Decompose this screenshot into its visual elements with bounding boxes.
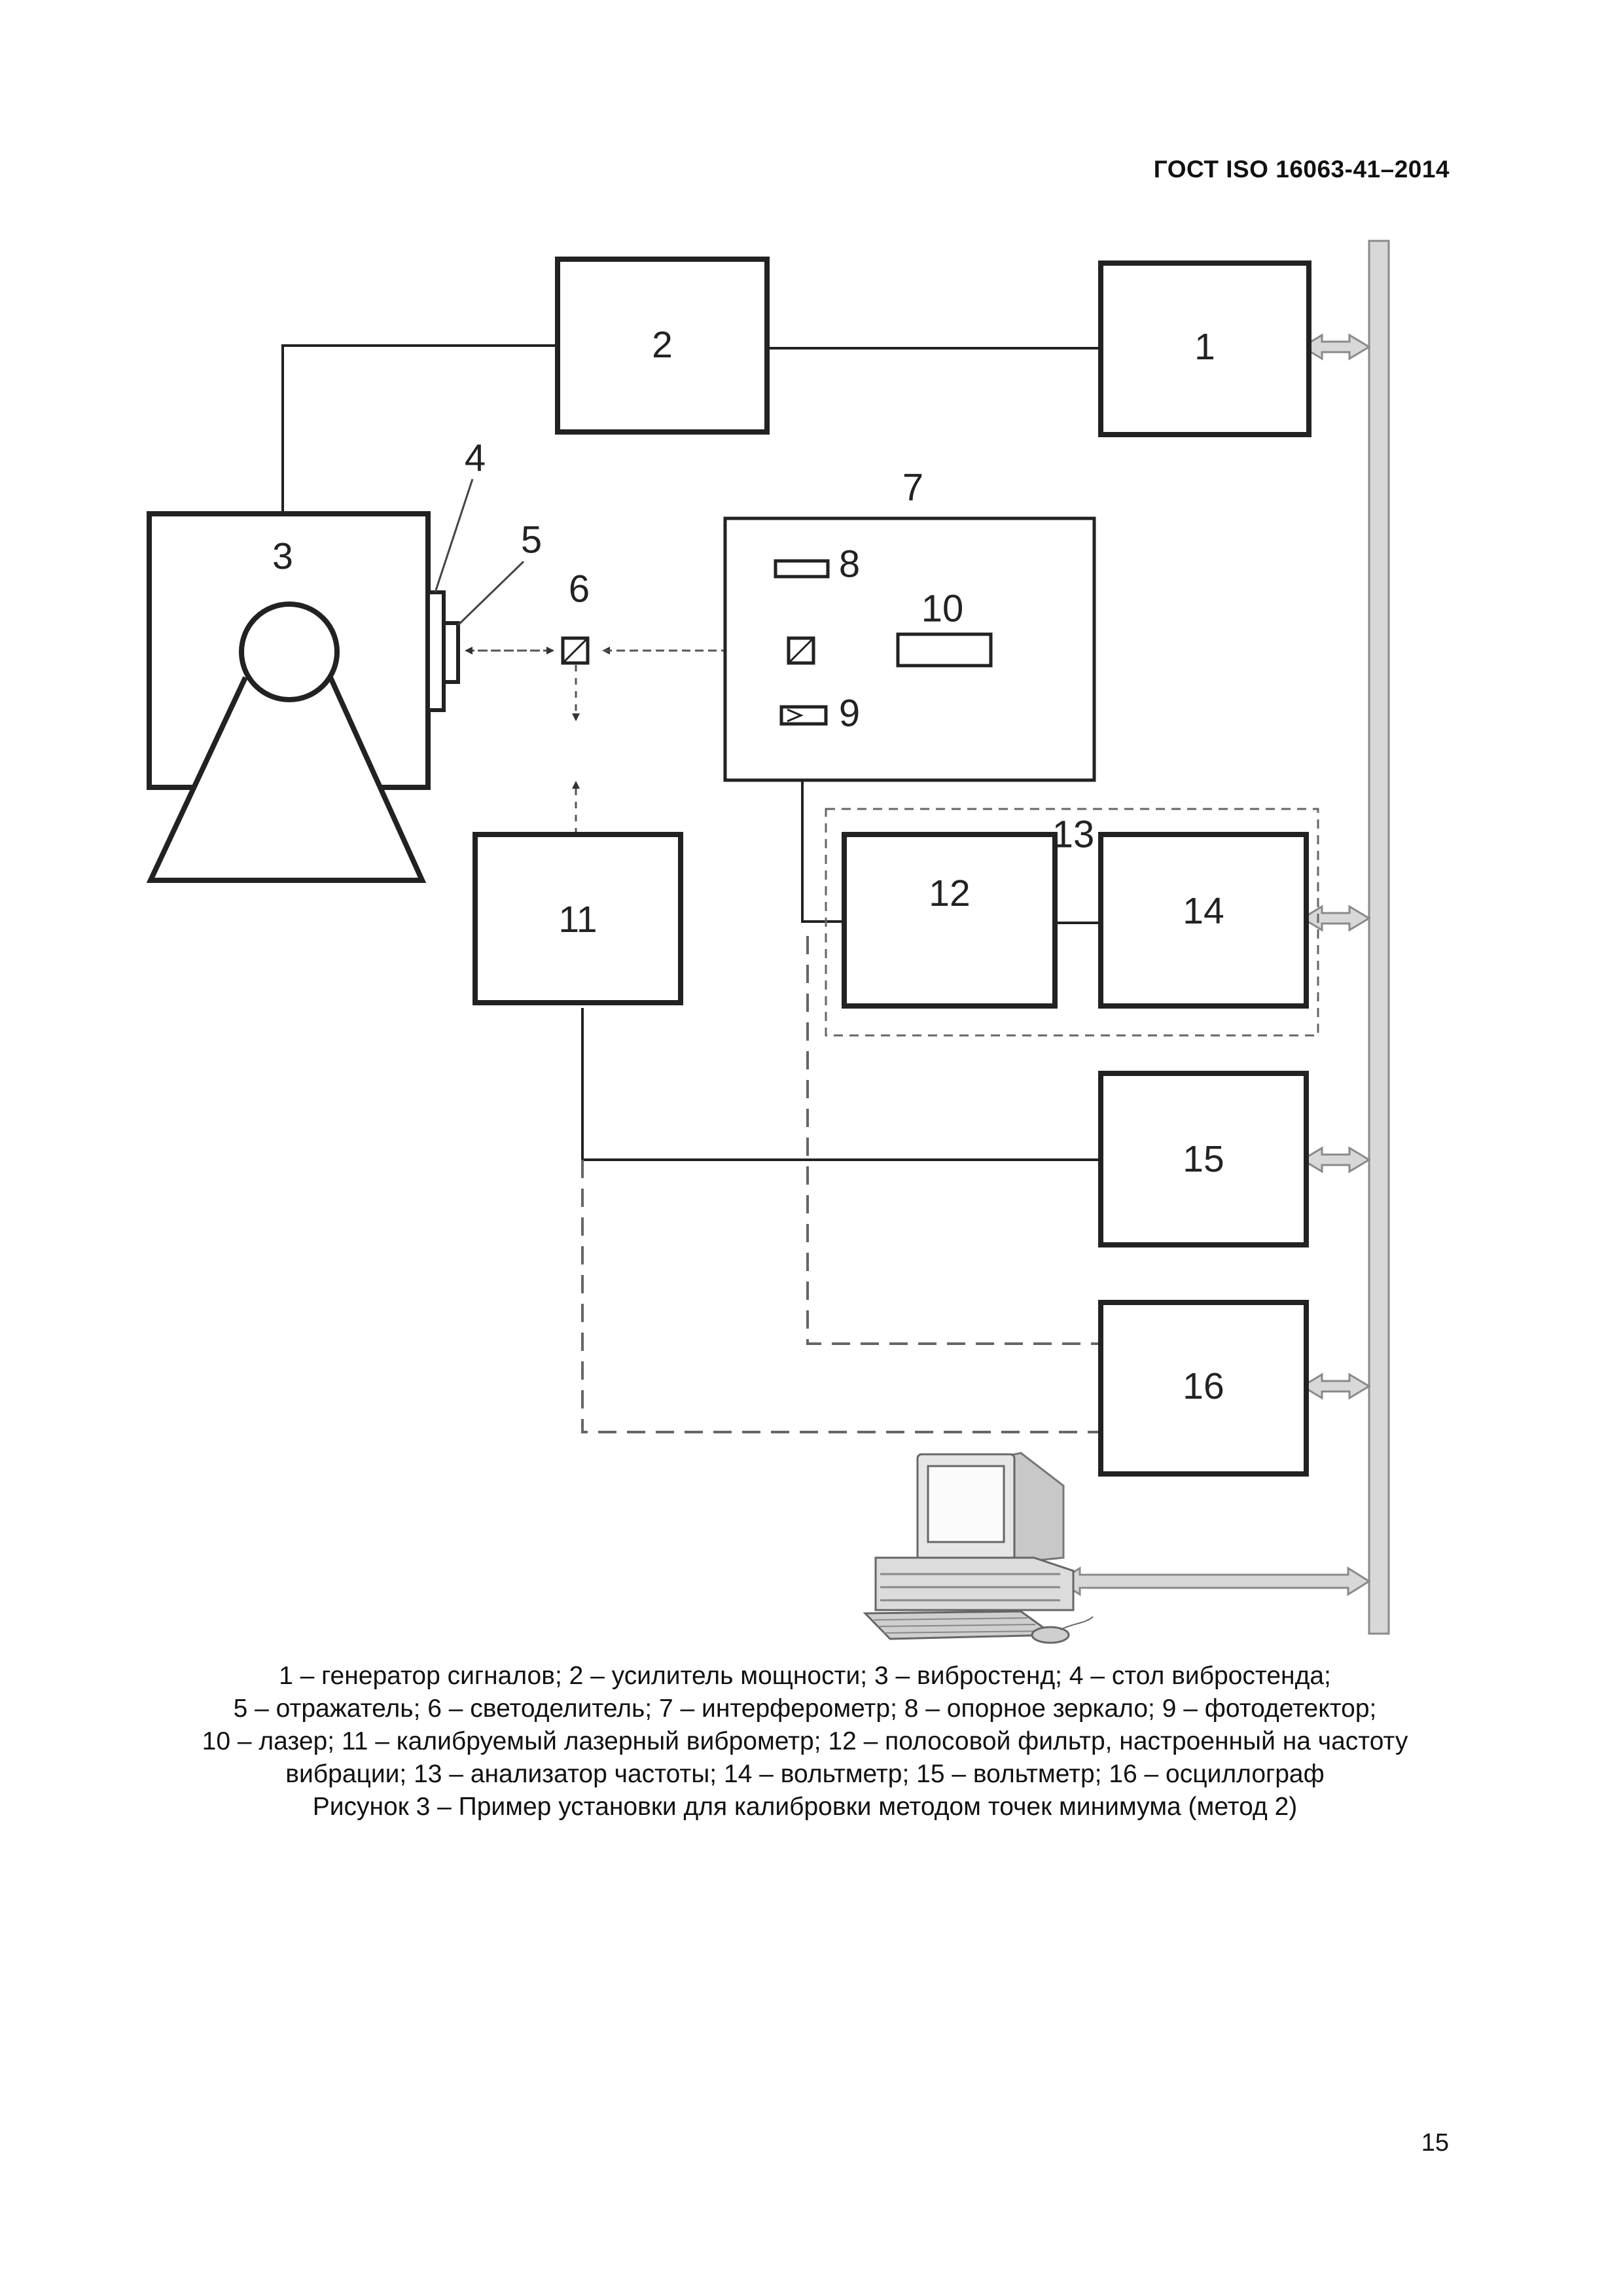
bus-arrow-15: [1300, 1146, 1371, 1174]
caption-line-2: 5 – отражатель; 6 – светоделитель; 7 – и…: [233, 1695, 1377, 1723]
document-header: ГОСТ ISO 16063-41–2014: [1153, 156, 1450, 183]
caption-line-3: 10 – лазер; 11 – калибруемый лазерный ви…: [202, 1727, 1408, 1755]
block-voltmeter-14: [1098, 832, 1309, 1009]
laser: [896, 632, 993, 668]
block-signal-generator: [1098, 260, 1311, 437]
callout-5: 5: [521, 519, 542, 562]
block-11-label: 11: [558, 899, 597, 941]
computer-icon: [863, 1452, 1094, 1644]
caption-line-1: 1 – генератор сигналов; 2 – усилитель мо…: [279, 1662, 1331, 1690]
dashed-wires: [581, 936, 1101, 1433]
figure-title: Рисунок 3 – Пример установки для калибро…: [312, 1793, 1298, 1821]
block-12-label: 12: [929, 872, 970, 914]
block-bandpass-filter: [842, 832, 1058, 1009]
callout-4: 4: [465, 437, 486, 480]
callout-10: 10: [921, 588, 964, 630]
block-16-label: 16: [1183, 1365, 1224, 1407]
interferometer-beam-splitter: [787, 636, 815, 665]
callout-6: 6: [569, 568, 590, 611]
callout-9: 9: [839, 692, 860, 735]
caption-line-4: вибрации; 13 – анализатор частоты; 14 – …: [285, 1760, 1325, 1788]
callout-13: 13: [1052, 814, 1095, 856]
photodetector: [779, 705, 828, 726]
callout-line-5: [457, 560, 525, 626]
exciter-armature: [239, 601, 340, 702]
callout-line-4: [434, 478, 474, 593]
reference-mirror: [774, 559, 830, 579]
exciter-trunnion: [146, 676, 427, 883]
bus-arrow-computer: [1057, 1566, 1371, 1596]
block-3-label: 3: [272, 535, 293, 577]
block-laser-vibrometer: [473, 832, 683, 1005]
beam-splitter: [561, 636, 590, 665]
figure-caption: 1 – генератор сигналов; 2 – усилитель мо…: [105, 1660, 1505, 1823]
exciter-table: [426, 590, 446, 712]
callout-8: 8: [839, 543, 860, 586]
signal-wires: [281, 344, 1101, 1161]
bus-arrow-16: [1300, 1372, 1371, 1400]
block-voltmeter-15: [1098, 1071, 1309, 1247]
block-14-label: 14: [1183, 890, 1224, 932]
page-number: 15: [1421, 2129, 1449, 2157]
bus-arrow-1: [1300, 333, 1371, 361]
bus-arrow-14: [1300, 905, 1371, 932]
block-1-label: 1: [1194, 326, 1215, 368]
system-bus-bar: [1368, 240, 1390, 1635]
block-2-label: 2: [652, 324, 673, 366]
block-frequency-analyzer: [825, 808, 1319, 1037]
block-power-amplifier: [555, 257, 770, 435]
reflector: [442, 621, 460, 684]
callout-7: 7: [902, 467, 923, 509]
block-oscilloscope: [1098, 1300, 1309, 1477]
block-15-label: 15: [1183, 1138, 1224, 1180]
